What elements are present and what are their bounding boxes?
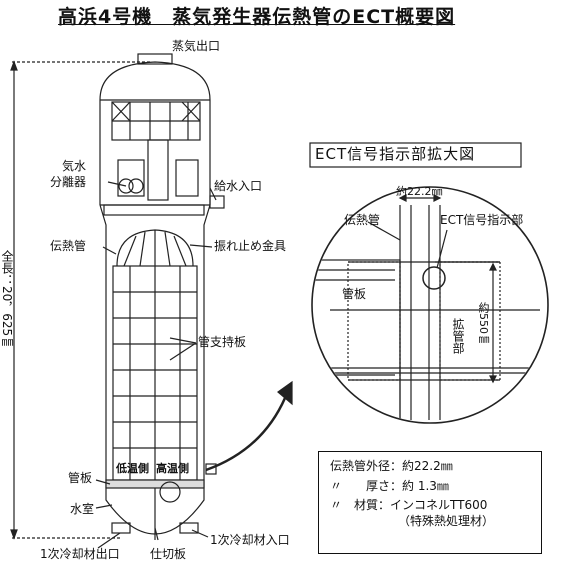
detail-expanded-section: 拡管部 xyxy=(451,318,465,354)
label-feedwater-inlet: 給水入口 xyxy=(214,179,263,193)
detail-title-box xyxy=(309,142,522,168)
label-heat-tube: 伝熱管 xyxy=(50,239,87,253)
label-high-temp-side: 高温側 xyxy=(156,462,189,475)
dim-arrow-top xyxy=(10,60,18,71)
note-thickness: 〃 厚さ：約 1.3㎜ xyxy=(330,479,449,493)
label-tube-sheet: 管板 xyxy=(68,471,93,485)
detail-diameter: 約22.2㎜ xyxy=(396,185,443,198)
note-heat-treatment: （特殊熱処理材） xyxy=(398,514,495,528)
note-outer-diameter: 伝熱管外径：約22.2㎜ xyxy=(330,459,453,473)
label-partition-plate: 仕切板 xyxy=(150,547,187,561)
label-steam-outlet: 蒸気出口 xyxy=(172,39,221,53)
magnified-circle xyxy=(311,186,549,424)
tube-sheet xyxy=(105,479,205,489)
upper-dome xyxy=(99,61,211,101)
label-moisture-separator-1: 気水 xyxy=(62,159,87,173)
label-primary-outlet: 1次冷却材出口 xyxy=(40,547,120,561)
detail-length: 約550㎜ xyxy=(477,302,490,345)
detail-ect-signal: ECT信号指示部 xyxy=(440,213,524,227)
label-water-chamber: 水室 xyxy=(70,502,95,516)
label-tube-support-plate: 管支持板 xyxy=(198,335,247,349)
label-primary-inlet: 1次冷却材入口 xyxy=(210,533,290,547)
label-moisture-separator-2: 分離器 xyxy=(50,175,87,189)
page-title: 高浜4号機 蒸気発生器伝熱管のECT概要図 xyxy=(58,6,456,28)
dim-arrow-bottom xyxy=(10,529,18,540)
notes-box xyxy=(318,451,542,554)
label-anti-vibration-bar: 振れ止め金具 xyxy=(214,239,287,253)
detail-heat-tube: 伝熱管 xyxy=(344,213,381,227)
label-low-temp-side: 低温側 xyxy=(116,462,149,475)
label-total-length: 全長：20，625㎜ xyxy=(0,250,14,349)
detail-tube-sheet: 管板 xyxy=(342,287,367,301)
ect-signal-marker xyxy=(422,266,446,290)
zoom-arrowhead xyxy=(277,380,293,406)
zoom-arrow xyxy=(205,397,287,472)
steam-outlet-nozzle xyxy=(137,53,173,65)
detail-title: ECT信号指示部拡大図 xyxy=(315,145,476,163)
note-material: 〃 材質：インコネルTT600 xyxy=(330,498,488,512)
